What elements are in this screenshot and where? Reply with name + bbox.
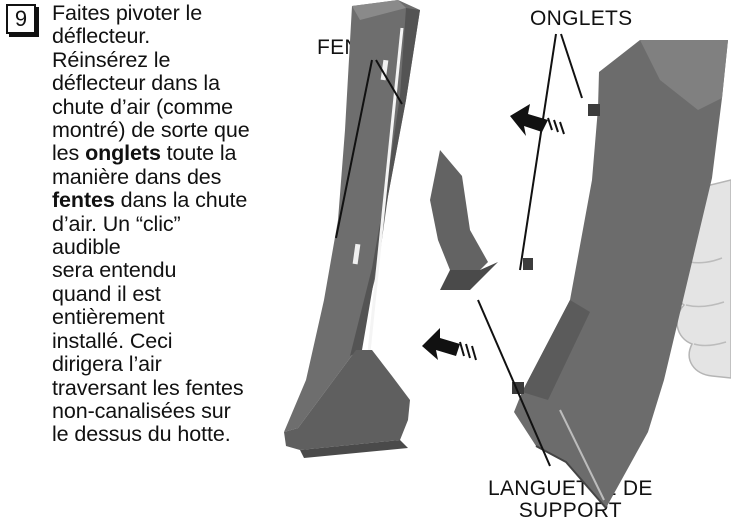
deflector-panel <box>512 40 728 509</box>
instruction-line: quand il est <box>52 281 312 306</box>
step-number: 9 <box>14 6 28 31</box>
instruction-line: déflecteur dans la <box>52 72 312 95</box>
instruction-line: le dessus du hotte. <box>52 423 312 446</box>
slot-upper <box>380 59 389 81</box>
label-onglets: ONGLETS <box>530 7 633 30</box>
instruction-text: d’air. Un “clic” <box>52 211 181 236</box>
slot-lower <box>352 243 361 265</box>
instruction-text: sera entendu <box>52 258 177 283</box>
leader-lines <box>335 33 583 467</box>
instruction-line: non-canalisées sur <box>52 398 312 423</box>
instruction-text: les <box>52 141 86 166</box>
instruction-text: non-canalisées sur <box>52 398 231 423</box>
instruction-line: manière dans des <box>52 164 312 189</box>
instruction-line: fentes dans la chute <box>52 189 312 212</box>
tab-upper <box>588 104 600 116</box>
instruction-text: dirigera l’air <box>52 352 162 377</box>
instruction-text: audible <box>52 235 121 260</box>
leader-onglets-left <box>519 33 557 271</box>
instruction-text: chute d’air (comme <box>52 94 234 119</box>
label-languette-line2: SUPPORT <box>518 499 622 522</box>
instruction-text: dans la chute <box>114 188 248 213</box>
instruction-text: montré) de sorte que <box>52 118 250 143</box>
instruction-line: déflecteur. <box>52 25 312 48</box>
leader-fentes-left <box>335 59 373 239</box>
instruction-text: le dessus du hotte. <box>52 422 231 447</box>
insert-arrow-upper <box>510 104 565 136</box>
instruction-text: manière dans des <box>52 164 222 189</box>
instruction-line: les onglets toute la <box>52 142 312 165</box>
instruction-text: entièrement <box>52 305 165 330</box>
air-chute-frame <box>284 0 498 458</box>
instruction-line: Faites pivoter le <box>52 1 312 25</box>
instruction-text: déflecteur. <box>52 24 151 49</box>
instruction-line: Réinsérez le <box>52 47 312 72</box>
leader-fentes-right <box>375 59 403 105</box>
insert-arrow-lower <box>422 328 477 361</box>
instruction-text: traversant les fentes <box>52 375 244 400</box>
instruction-line: d’air. Un “clic” <box>52 211 312 236</box>
instruction-emphasis: fentes <box>52 188 115 213</box>
instruction-line: traversant les fentes <box>52 375 312 400</box>
instruction-line: audible <box>52 235 312 260</box>
instruction-line: dirigera l’air <box>52 352 312 377</box>
leader-languette <box>477 299 551 467</box>
instruction-text: toute la <box>160 141 237 166</box>
instruction-text: quand il est <box>52 281 161 306</box>
leader-onglets-right <box>560 33 583 99</box>
instruction-text: Réinsérez le <box>52 47 171 72</box>
instruction-text: déflecteur dans la <box>52 71 220 96</box>
instruction-emphasis: onglets <box>85 141 161 166</box>
instruction-line: installé. Ceci <box>52 328 312 353</box>
step-number-badge: 9 <box>6 4 36 34</box>
tab-middle <box>523 258 533 270</box>
instruction-line: entièrement <box>52 306 312 329</box>
instruction-line: sera entendu <box>52 259 312 282</box>
instruction-text: Faites pivoter le <box>52 1 203 25</box>
instruction-line: chute d’air (comme <box>52 94 312 119</box>
instruction-text: installé. Ceci <box>52 328 173 353</box>
instruction-line: montré) de sorte que <box>52 118 312 143</box>
